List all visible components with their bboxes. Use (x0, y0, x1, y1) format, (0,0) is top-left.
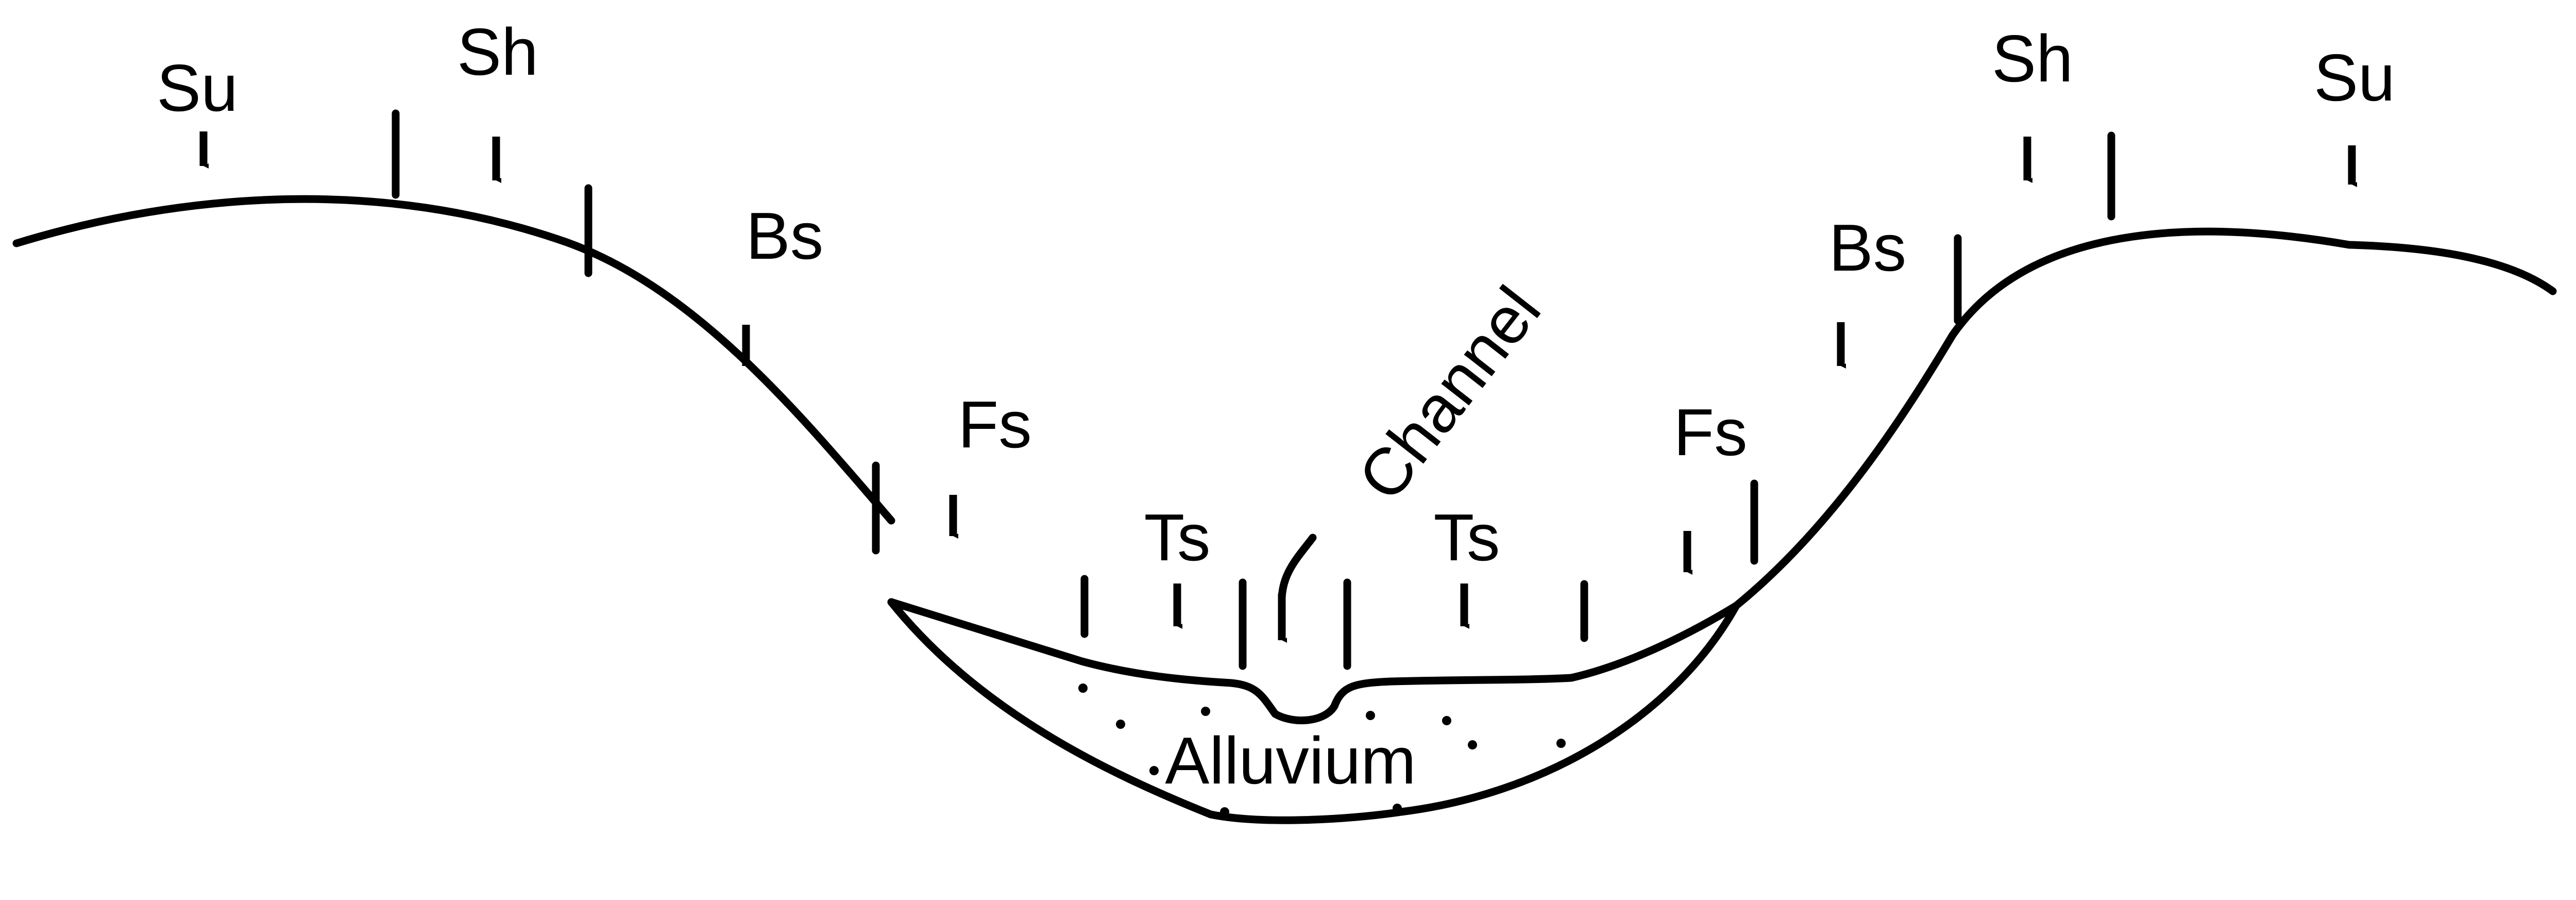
alluvium-dots (1078, 684, 1566, 816)
label-summit-right: Su (2314, 41, 2395, 115)
label-alluvium: Alluvium (1165, 724, 1416, 798)
alluvium-dot (1220, 807, 1229, 816)
label-summit-left: Su (157, 51, 238, 125)
alluvium-dot (1556, 739, 1566, 748)
segment-dividers (392, 109, 2115, 670)
ground-surface-right (1732, 227, 2557, 610)
alluvium-base (887, 598, 1740, 824)
alluvium-dot (1149, 766, 1159, 775)
alluvium-dot (1116, 720, 1125, 729)
alluvium-dot (1393, 804, 1402, 813)
label-toeslope-left: Ts (1144, 501, 1211, 575)
alluvium-dot (1201, 707, 1210, 716)
channel-pointer-curve (1278, 534, 1317, 602)
label-footslope-right: Fs (1673, 395, 1747, 470)
label-toeslope-right: Ts (1434, 501, 1500, 575)
ground-surface-left (12, 195, 895, 525)
alluvium-dot (1442, 716, 1451, 725)
label-footslope-left: Fs (958, 388, 1031, 462)
label-shoulder-right: Sh (1992, 22, 2073, 96)
label-channel: Channel (1344, 273, 1555, 514)
label-shoulder-left: Sh (457, 15, 538, 89)
alluvium-dot (1468, 740, 1477, 749)
alluvium-dot (1078, 684, 1088, 693)
label-backslope-left: Bs (746, 199, 824, 273)
floodplain-surface (887, 598, 1740, 725)
label-backslope-right: Bs (1829, 211, 1907, 285)
position-arrows (199, 131, 2357, 643)
alluvium-dot (1366, 711, 1375, 720)
